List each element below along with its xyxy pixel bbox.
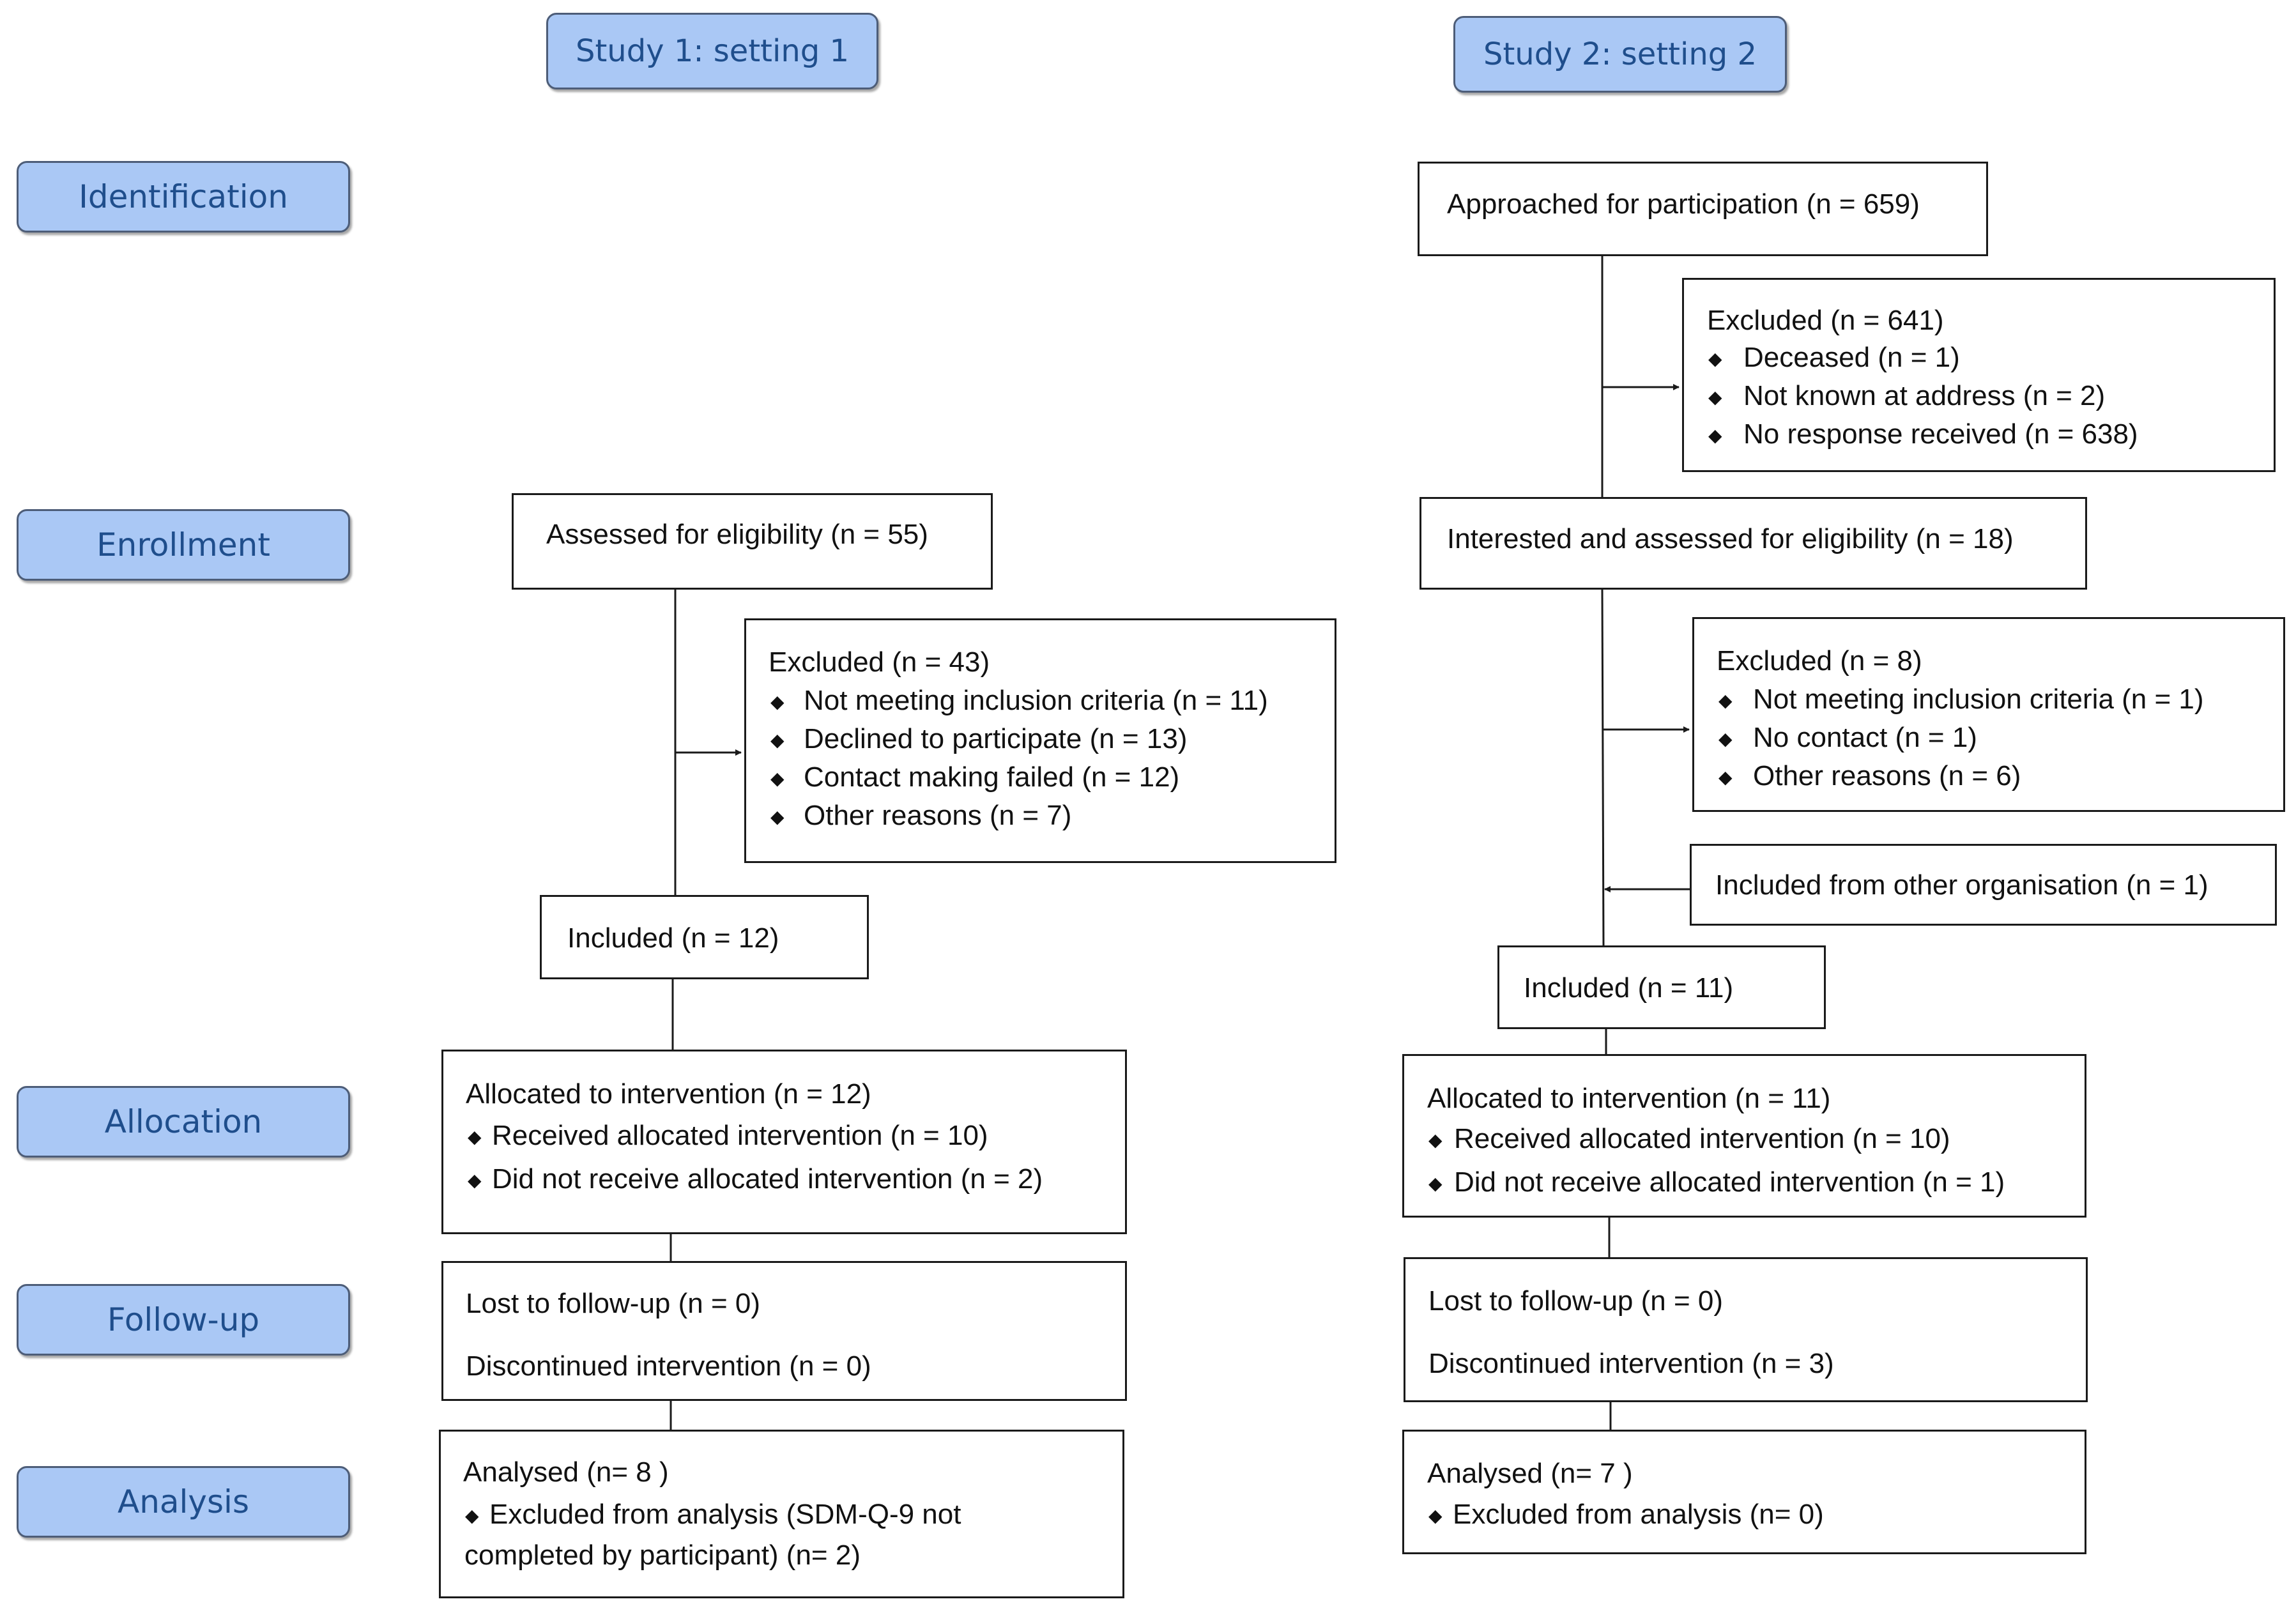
bullet-icon: ◆ (1708, 349, 1722, 369)
bullet-icon: ◆ (1428, 1173, 1443, 1193)
bullet-icon: ◆ (465, 1506, 479, 1525)
s2-follow-up-lost: Lost to follow-up (n = 0) (1428, 1285, 1724, 1317)
s2-approached-box: Approached for participation (n = 659) (1418, 162, 1988, 256)
bullet-icon: ◆ (1708, 425, 1722, 445)
phase-allocation: Allocation (17, 1086, 350, 1158)
bullet-icon: ◆ (1428, 1130, 1443, 1150)
phase-identification-label: Identification (79, 178, 288, 215)
phase-analysis: Analysis (17, 1466, 350, 1538)
s2-analysis-box: Analysed (n= 7 ) ◆ Excluded from analysi… (1402, 1430, 2086, 1554)
study-2-header-label: Study 2: setting 2 (1483, 36, 1757, 72)
s2-excluded-enrollment-box: Excluded (n = 8) ◆ Not meeting inclusion… (1692, 617, 2285, 812)
s1-included-text: Included (n = 12) (567, 922, 779, 954)
bullet-icon: ◆ (770, 768, 784, 788)
s1-follow-up-lost: Lost to follow-up (n = 0) (466, 1288, 761, 1319)
s1-excluded-item: Other reasons (n = 7) (804, 800, 1072, 831)
s2-assessed-text: Interested and assessed for eligibility … (1447, 523, 2014, 554)
s1-allocation-box: Allocated to intervention (n = 12) ◆ Rec… (441, 1050, 1127, 1234)
s2-allocation-item: Received allocated intervention (n = 10) (1454, 1123, 1950, 1154)
phase-analysis-label: Analysis (117, 1483, 249, 1520)
s2-assessed-box: Interested and assessed for eligibility … (1420, 497, 2087, 590)
s2-excluded-enrollment-item: Not meeting inclusion criteria (n = 1) (1753, 684, 2204, 715)
phase-follow-up-label: Follow-up (107, 1301, 260, 1338)
bullet-icon: ◆ (770, 692, 784, 712)
bullet-icon: ◆ (1718, 691, 1733, 710)
bullet-icon: ◆ (1428, 1506, 1443, 1525)
s1-follow-up-box: Lost to follow-up (n = 0) Discontinued i… (441, 1261, 1127, 1401)
bullet-icon: ◆ (1718, 729, 1733, 749)
bullet-icon: ◆ (770, 807, 784, 827)
s1-follow-up-discontinued: Discontinued intervention (n = 0) (466, 1350, 871, 1382)
s2-excluded-identification-title: Excluded (n = 641) (1707, 305, 1944, 336)
s2-excluded-identification-box: Excluded (n = 641) ◆ Deceased (n = 1) ◆ … (1682, 278, 2276, 472)
s2-line-assessed-to-included (1601, 589, 1605, 946)
s1-allocation-item: Did not receive allocated intervention (… (492, 1163, 1043, 1195)
s1-analysis-box: Analysed (n= 8 ) ◆ Excluded from analysi… (439, 1430, 1124, 1598)
s2-approached-text: Approached for participation (n = 659) (1447, 188, 1920, 220)
s2-allocation-box: Allocated to intervention (n = 11) ◆ Rec… (1402, 1054, 2086, 1218)
s2-allocation-title: Allocated to intervention (n = 11) (1427, 1083, 1831, 1114)
s2-excluded-identification-item: No response received (n = 638) (1743, 418, 2138, 450)
s2-excluded-identification-item: Deceased (n = 1) (1743, 342, 1960, 373)
s2-excluded-enrollment-item: No contact (n = 1) (1753, 722, 1977, 753)
study-1-header: Study 1: setting 1 (546, 13, 878, 89)
bullet-icon: ◆ (1718, 767, 1733, 787)
s1-allocation-title: Allocated to intervention (n = 12) (466, 1078, 871, 1110)
s2-excluded-identification-item: Not known at address (n = 2) (1743, 380, 2106, 411)
s2-other-org-box: Included from other organisation (n = 1) (1690, 844, 2277, 926)
s2-follow-up-discontinued: Discontinued intervention (n = 3) (1428, 1348, 1834, 1379)
s2-other-org-text: Included from other organisation (n = 1) (1715, 869, 2208, 901)
phase-enrollment-label: Enrollment (96, 526, 270, 563)
bullet-icon: ◆ (1708, 387, 1722, 407)
bullet-icon: ◆ (468, 1170, 482, 1190)
s1-analysis-title: Analysed (n= 8 ) (463, 1456, 669, 1488)
s2-excluded-enrollment-item: Other reasons (n = 6) (1753, 760, 2021, 791)
bullet-icon: ◆ (468, 1127, 482, 1147)
s1-included-box: Included (n = 12) (540, 895, 869, 979)
phase-enrollment: Enrollment (17, 509, 350, 581)
s1-allocation-item: Received allocated intervention (n = 10) (492, 1120, 988, 1151)
s2-analysis-title: Analysed (n= 7 ) (1427, 1458, 1633, 1489)
s2-analysis-item: Excluded from analysis (n= 0) (1453, 1499, 1824, 1530)
s2-excluded-enrollment-title: Excluded (n = 8) (1717, 645, 1922, 677)
s1-excluded-title: Excluded (n = 43) (769, 646, 990, 678)
s2-included-box: Included (n = 11) (1497, 945, 1826, 1029)
phase-allocation-label: Allocation (104, 1103, 263, 1140)
s1-analysis-item-line2: completed by participant) (n= 2) (464, 1540, 861, 1571)
s1-excluded-item: Contact making failed (n = 12) (804, 761, 1180, 793)
phase-identification: Identification (17, 161, 350, 233)
s2-included-text: Included (n = 11) (1524, 972, 1734, 1004)
phase-follow-up: Follow-up (17, 1284, 350, 1356)
study-1-header-label: Study 1: setting 1 (575, 33, 849, 69)
study-2-header: Study 2: setting 2 (1453, 16, 1787, 93)
s1-assessed-box: Assessed for eligibility (n = 55) (512, 493, 993, 590)
s1-assessed-text: Assessed for eligibility (n = 55) (546, 519, 928, 550)
s1-excluded-box: Excluded (n = 43) ◆ Not meeting inclusio… (744, 618, 1336, 863)
s1-excluded-item: Declined to participate (n = 13) (804, 723, 1188, 754)
s1-excluded-item: Not meeting inclusion criteria (n = 11) (804, 685, 1268, 716)
bullet-icon: ◆ (770, 730, 784, 750)
s1-analysis-item-line1: Excluded from analysis (SDM-Q-9 not (489, 1499, 961, 1530)
s2-follow-up-box: Lost to follow-up (n = 0) Discontinued i… (1404, 1257, 2088, 1402)
s2-allocation-item: Did not receive allocated intervention (… (1454, 1166, 2005, 1198)
